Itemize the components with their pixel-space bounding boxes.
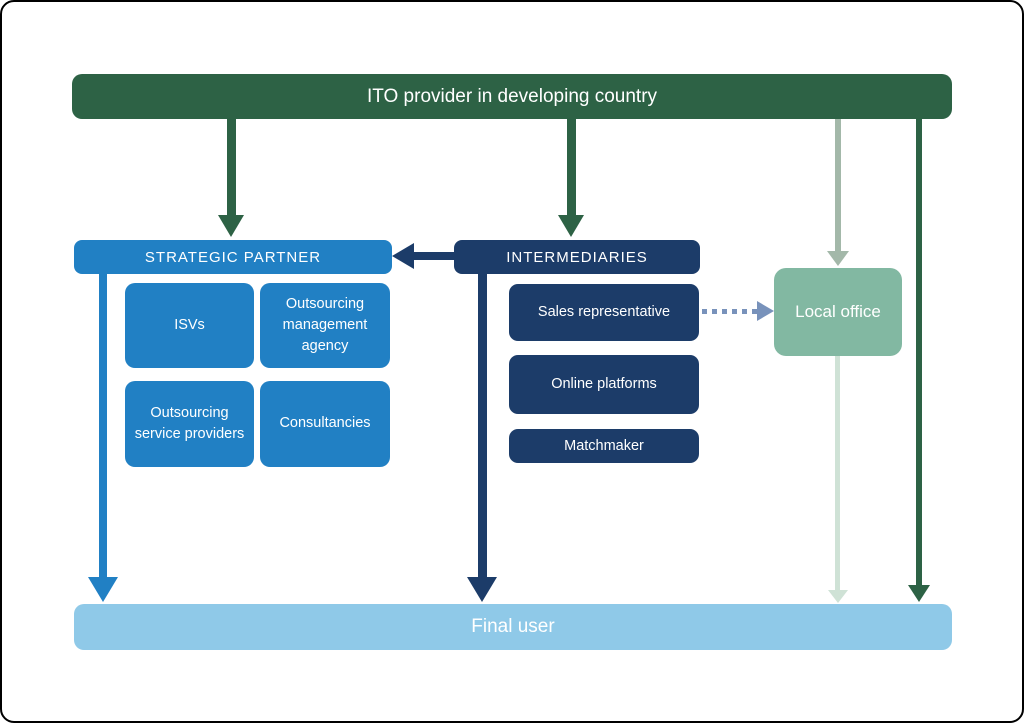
arrow-intermediaries-to-strategic-line: [413, 252, 454, 260]
dotted-arrow-sales-to-local-office-line: [702, 309, 757, 314]
arrow-strategic-to-final-head: [88, 577, 118, 602]
ito-provider-label: ITO provider in developing country: [366, 85, 658, 107]
local-office-box: Local office: [774, 268, 902, 356]
isvs-label: ISVs: [174, 316, 205, 333]
arrow-ito-to-strategic-line: [227, 119, 236, 216]
intermediaries-label: INTERMEDIARIES: [506, 248, 648, 266]
strategic-item-isvs: ISVs: [125, 283, 254, 368]
consultancies-label: Consultancies: [279, 415, 371, 432]
ito-provider-bar: ITO provider in developing country: [72, 74, 952, 119]
strategic-item-consultancies: Consultancies: [260, 381, 390, 467]
arrow-ito-to-intermediaries-line: [567, 119, 576, 216]
intermediaries-item-sales-representative: Sales representative: [509, 284, 699, 341]
matchmaker-label: Matchmaker: [564, 438, 644, 454]
final-user-label: Final user: [471, 616, 555, 637]
final-user-bar: Final user: [74, 604, 952, 650]
arrow-ito-to-local-office-line: [835, 119, 841, 252]
arrow-intermediaries-to-final-head: [467, 577, 497, 602]
arrow-ito-to-local-office-head: [827, 251, 849, 266]
intermediaries-header: INTERMEDIARIES: [454, 240, 700, 274]
strategic-item-outsourcing-service-providers: Outsourcing service providers: [125, 381, 254, 467]
strategic-partner-header: STRATEGIC PARTNER: [74, 240, 392, 274]
arrow-local-office-to-final-head: [828, 590, 848, 603]
arrow-ito-to-strategic-head: [218, 215, 244, 237]
arrow-ito-to-final-user-head: [908, 585, 930, 602]
arrow-local-office-to-final-line: [835, 356, 840, 590]
arrow-intermediaries-to-strategic-head: [392, 243, 414, 269]
arrow-ito-to-intermediaries-head: [558, 215, 584, 237]
arrow-ito-to-final-user-line: [916, 119, 922, 586]
local-office-label: Local office: [795, 302, 881, 321]
dotted-arrow-sales-to-local-office-head: [757, 301, 774, 321]
online-platforms-label: Online platforms: [551, 375, 657, 392]
sales-representative-label: Sales representative: [537, 303, 671, 320]
intermediaries-item-matchmaker: Matchmaker: [509, 429, 699, 463]
arrow-strategic-to-final-line: [99, 274, 107, 578]
arrow-intermediaries-to-final-line: [478, 274, 487, 578]
outsourcing-service-providers-label: Outsourcing service providers: [134, 404, 245, 442]
intermediaries-item-online-platforms: Online platforms: [509, 355, 699, 414]
outsourcing-management-agency-label: Outsourcing management agency: [282, 295, 368, 354]
strategic-partner-label: STRATEGIC PARTNER: [144, 248, 322, 266]
strategic-item-outsourcing-management-agency: Outsourcing management agency: [260, 283, 390, 368]
